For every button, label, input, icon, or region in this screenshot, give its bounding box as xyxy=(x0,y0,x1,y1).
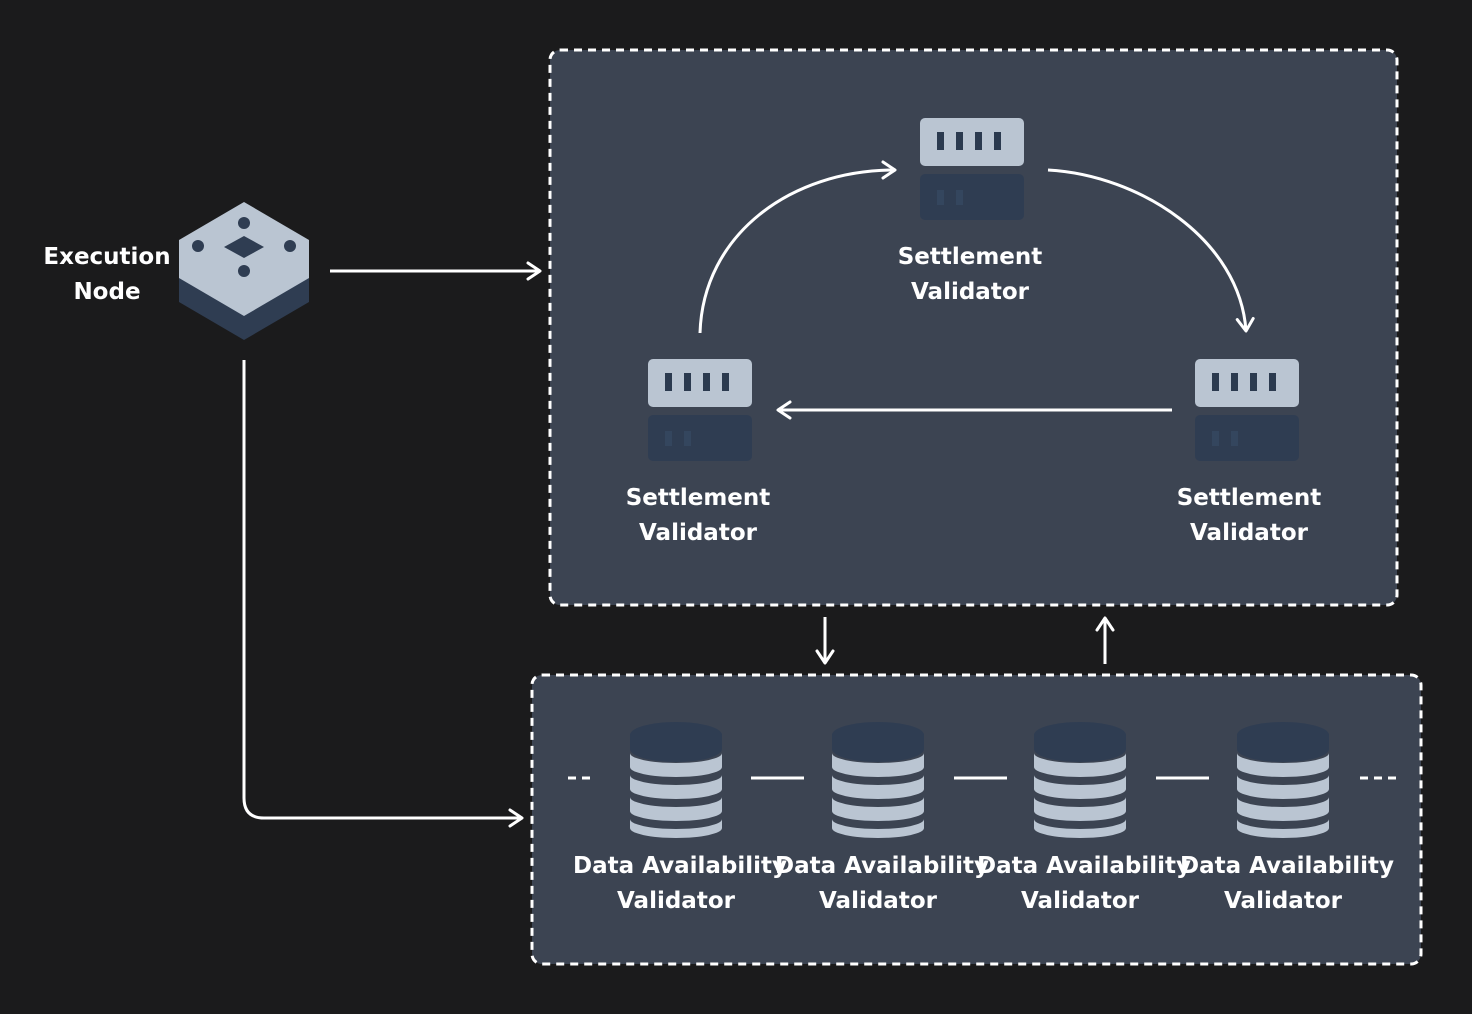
arrow-settlement-left-to-top xyxy=(698,160,897,334)
settlement-validator-label-left: Settlement Validator xyxy=(598,481,798,551)
data-availability-validator-label-line2: Validator xyxy=(1021,888,1139,914)
settlement-validator-label-line1: Settlement xyxy=(625,485,771,511)
data-availability-validator-label-line2: Validator xyxy=(1224,888,1342,914)
settlement-validator-label-line2: Validator xyxy=(639,520,757,546)
settlement-validator-label-line1: Settlement xyxy=(897,244,1043,270)
data-availability-validator-label-line1: Data Availability xyxy=(977,853,1192,879)
settlement-cluster-panel xyxy=(548,48,1399,607)
data-availability-validator-label-line2: Validator xyxy=(617,888,735,914)
settlement-validator-label-line2: Validator xyxy=(911,279,1029,305)
data-availability-validator-label-line1: Data Availability xyxy=(775,853,990,879)
execution-node-label: Execution Node xyxy=(37,240,177,310)
data-availability-validator-label-line1: Data Availability xyxy=(573,853,788,879)
execution-node-label-line2: Node xyxy=(73,279,141,305)
data-availability-validator-label-line2: Validator xyxy=(819,888,937,914)
data-availability-validator-label-line1: Data Availability xyxy=(1180,853,1395,879)
settlement-validator-label-right: Settlement Validator xyxy=(1149,481,1349,551)
settlement-validator-label-top: Settlement Validator xyxy=(870,240,1070,310)
data-availability-validator-label-1: Data Availability Validator xyxy=(573,849,788,919)
data-availability-validator-label-3: Data Availability Validator xyxy=(977,849,1192,919)
arrow-execution-to-data-availability xyxy=(242,360,524,828)
settlement-validator-label-line2: Validator xyxy=(1190,520,1308,546)
arrow-settlement-top-to-right xyxy=(1047,168,1255,333)
data-availability-validator-label-2: Data Availability Validator xyxy=(775,849,990,919)
execution-node-label-line1: Execution xyxy=(43,244,171,270)
data-availability-cluster-panel xyxy=(530,673,1423,966)
execution-node-cube-icon xyxy=(179,202,309,340)
data-availability-validator-label-4: Data Availability Validator xyxy=(1180,849,1395,919)
settlement-validator-label-line1: Settlement xyxy=(1176,485,1322,511)
